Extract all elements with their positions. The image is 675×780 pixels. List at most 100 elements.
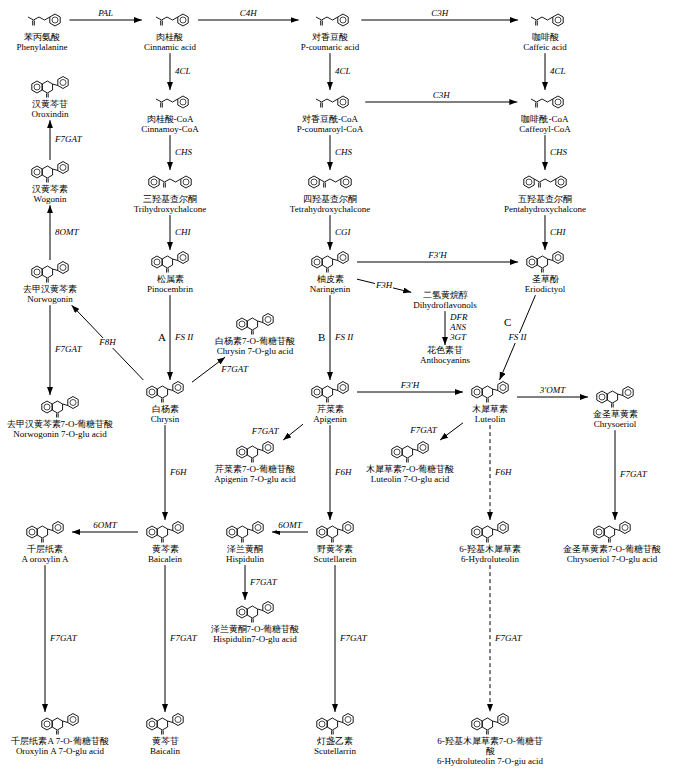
- structure-stroke: [607, 391, 617, 403]
- compound-node: 木犀草素7-O-葡糖苷酸Luteolin 7-O-glu acid: [364, 440, 457, 485]
- compound-name: Wogonin: [25, 194, 75, 204]
- compound-name: 6-Hydroluteolin 7-O-giu acid: [434, 756, 546, 766]
- compound-name: 汉黄芩素: [25, 184, 75, 194]
- enzyme-label: F7GAT: [251, 427, 280, 437]
- enzyme-label: CHI: [549, 228, 567, 238]
- structure-sketch: [220, 520, 270, 543]
- compound-name: Baicalein: [140, 554, 190, 564]
- structure-stroke: [258, 609, 263, 611]
- compound-name: Anthocyanins: [420, 355, 470, 365]
- structure-stroke: [327, 526, 337, 538]
- compound-name: 野黄芩素: [310, 544, 360, 554]
- structure-stroke: [237, 446, 247, 458]
- structure-stroke: [493, 389, 498, 391]
- enzyme-label: F3'H: [427, 251, 447, 261]
- branch-letter: A: [157, 331, 167, 343]
- structure-stroke: [322, 103, 323, 108]
- structure-stroke: [53, 269, 58, 271]
- structure-stroke: [265, 445, 271, 451]
- structure-stroke: [161, 398, 162, 402]
- structure-stroke: [52, 401, 62, 413]
- enzyme-label: 4CL: [174, 67, 192, 77]
- structure-stroke: [340, 17, 346, 23]
- structure-stroke: [173, 522, 183, 534]
- structure-stroke: [52, 718, 62, 730]
- structure-stroke: [317, 526, 327, 538]
- compound-node: 金圣草黄素7-O-葡糖苷酸Chrysoeriol 7-O-glu acid: [561, 520, 663, 565]
- compound-node: 6-羟基木犀草素7-O-葡糖苷酸6-Hydroluteolin 7-O-giu …: [432, 712, 548, 767]
- structure-stroke: [531, 99, 553, 102]
- structure-stroke: [68, 397, 78, 409]
- reaction-arrow: [329, 53, 330, 90]
- structure-stroke: [618, 394, 623, 396]
- structure-stroke: [534, 179, 556, 182]
- structure-stroke: [161, 538, 162, 542]
- compound-name: Caffeic acid: [520, 42, 570, 52]
- reaction-arrow: [615, 430, 616, 520]
- structure-stroke: [322, 256, 332, 268]
- structure-stroke: [48, 529, 53, 531]
- reaction-arrow: [170, 135, 171, 170]
- structure-stroke: [55, 525, 61, 531]
- compound-name: Scutellarein: [310, 554, 360, 564]
- enzyme-label: 4CL: [549, 67, 567, 77]
- structure-stroke: [311, 179, 317, 185]
- structure-stroke: [42, 266, 52, 278]
- structure-stroke: [333, 259, 338, 261]
- structure-stroke: [70, 717, 76, 723]
- structure-sketch: [305, 8, 355, 31]
- structure-stroke: [163, 183, 164, 188]
- structure-sketch: [520, 170, 570, 193]
- structure-stroke: [48, 178, 49, 182]
- reaction-arrow: [245, 565, 246, 600]
- structure-stroke: [472, 386, 482, 398]
- enzyme-label: F7GAT: [49, 634, 78, 644]
- structure-stroke: [160, 103, 161, 108]
- enzyme-label: F7GAT: [54, 135, 83, 145]
- structure-stroke: [500, 385, 506, 391]
- structure-stroke: [178, 14, 188, 26]
- structure-sketch: [587, 520, 637, 543]
- structure-stroke: [53, 169, 58, 171]
- structure-stroke: [338, 96, 348, 108]
- compound-name: 咖啡酰-CoA: [519, 114, 570, 124]
- structure-stroke: [60, 165, 66, 171]
- structure-stroke: [44, 721, 50, 727]
- reaction-arrow: [357, 392, 463, 393]
- structure-stroke: [56, 413, 57, 417]
- structure-stroke: [340, 385, 346, 391]
- structure-stroke: [620, 522, 630, 534]
- reaction-arrow: [170, 215, 171, 250]
- structure-stroke: [173, 382, 183, 394]
- compound-node: 对香豆酰-CoAP-coumaroyl-CoA: [295, 90, 366, 135]
- compound-name: 柚皮素: [305, 274, 355, 284]
- structure-stroke: [556, 176, 566, 188]
- structure-stroke: [46, 278, 47, 282]
- compound-node: 咖啡酰-CoACaffeoyl-CoA: [517, 90, 572, 135]
- compound-node: 野黄芩素Scutellarein: [308, 520, 362, 565]
- structure-stroke: [58, 262, 68, 274]
- reaction-arrow: [283, 424, 303, 440]
- structure-stroke: [41, 538, 42, 542]
- structure-sketch: [145, 90, 195, 113]
- structure-stroke: [331, 538, 332, 542]
- structure-stroke: [345, 525, 351, 531]
- compound-name: 白杨素: [140, 404, 190, 414]
- structure-stroke: [317, 718, 327, 730]
- branch-letter: C: [503, 316, 512, 328]
- structure-stroke: [162, 256, 172, 268]
- structure-stroke: [251, 618, 252, 622]
- structure-sketch: [17, 8, 67, 31]
- structure-stroke: [157, 718, 167, 730]
- structure-sketch: [35, 712, 85, 735]
- structure-stroke: [152, 256, 162, 268]
- structure-stroke: [243, 538, 244, 542]
- structure-stroke: [43, 538, 44, 542]
- structure-stroke: [420, 445, 426, 451]
- structure-stroke: [482, 718, 492, 730]
- structure-stroke: [247, 446, 257, 458]
- structure-stroke: [180, 255, 186, 261]
- enzyme-label: 3'OMT: [539, 386, 566, 396]
- compound-name: Dihydroflavonols: [413, 300, 477, 310]
